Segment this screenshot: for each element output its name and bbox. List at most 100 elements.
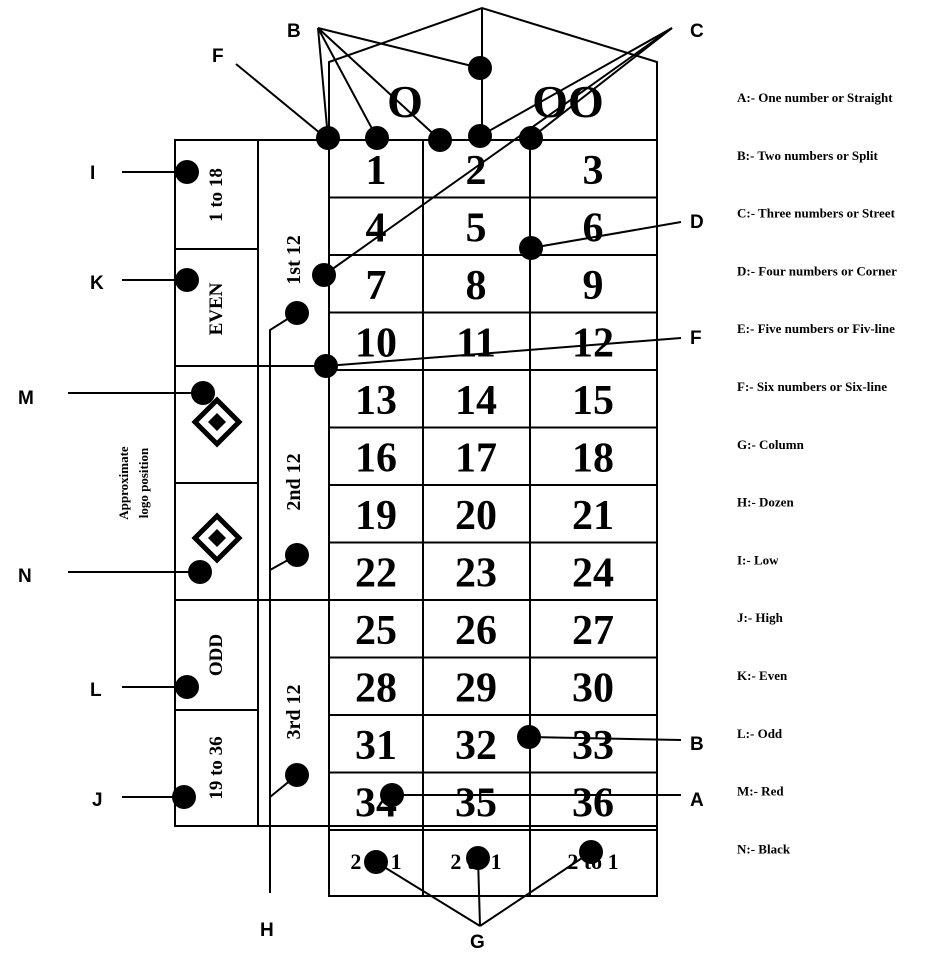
- marker-k: K: [90, 273, 104, 294]
- legend-item: L:- Odd: [737, 726, 783, 741]
- number-cell-label: 4: [366, 206, 387, 252]
- chip-dot: [188, 560, 212, 584]
- number-cell-label: 14: [455, 378, 497, 424]
- number-cell-label: 25: [355, 608, 397, 654]
- legend-item: G:- Column: [737, 437, 805, 452]
- number-cell-label: 9: [583, 263, 604, 309]
- red-diamond-icon: [191, 396, 243, 448]
- chip-dot: [364, 850, 388, 874]
- number-cell-label: 35: [455, 781, 497, 827]
- marker-j: J: [92, 790, 103, 811]
- number-cell-label: 15: [572, 378, 614, 424]
- legend-item: K:- Even: [737, 668, 788, 683]
- marker-b-top: B: [287, 21, 301, 42]
- number-cell-label: 32: [455, 723, 497, 769]
- chip-dot: [468, 124, 492, 148]
- chip-dot: [428, 128, 452, 152]
- chip-dot: [468, 56, 492, 80]
- chip-dot: [172, 785, 196, 809]
- number-cell-label: 16: [355, 436, 397, 482]
- chip-dot: [175, 675, 199, 699]
- marker-c-top: C: [690, 21, 704, 42]
- dozen-1-label: 1st 12: [283, 235, 305, 284]
- marker-a: A: [690, 790, 704, 811]
- even-bet-label: EVEN: [206, 282, 227, 335]
- chip-dot: [285, 301, 309, 325]
- row-lines: [329, 196, 657, 831]
- chip-dot: [579, 840, 603, 864]
- legend-item: C:- Three numbers or Street: [737, 206, 896, 221]
- marker-g: G: [470, 932, 485, 953]
- chip-dot: [175, 268, 199, 292]
- legend-item: E:- Five numbers or Fiv-line: [737, 321, 895, 336]
- number-cell-label: 13: [355, 378, 397, 424]
- chip-dot: [314, 354, 338, 378]
- chip-dot: [316, 126, 340, 150]
- legend-item: D:- Four numbers or Corner: [737, 263, 897, 278]
- number-cell-label: 8: [466, 263, 487, 309]
- legend-item: M:- Red: [737, 784, 784, 799]
- chip-markers: [172, 56, 603, 874]
- number-cell-label: 5: [466, 206, 487, 252]
- number-cell-label: 28: [355, 666, 397, 712]
- number-cell-label: 22: [355, 551, 397, 597]
- legend-item: J:- High: [737, 610, 784, 625]
- number-cell-label: 21: [572, 493, 614, 539]
- number-cell-label: 7: [366, 263, 387, 309]
- legend-item: I:- Low: [737, 552, 779, 567]
- number-cell-label: 2: [466, 148, 487, 194]
- number-cell-label: 11: [456, 321, 496, 367]
- chip-dot: [380, 783, 404, 807]
- logo-position-label-line-1: Approximate: [116, 446, 131, 520]
- number-cell-label: 10: [355, 321, 397, 367]
- number-cell-label: 24: [572, 551, 614, 597]
- chip-dot: [517, 725, 541, 749]
- chip-dot: [365, 126, 389, 150]
- number-cell-label: 36: [572, 781, 614, 827]
- number-cell-label: 29: [455, 666, 497, 712]
- number-cell-label: 23: [455, 551, 497, 597]
- marker-d: D: [690, 212, 704, 233]
- number-cell-label: 3: [583, 148, 604, 194]
- dozen-2-label: 2nd 12: [283, 453, 305, 510]
- legend-item: A:- One number or Straight: [737, 90, 893, 105]
- marker-i: I: [90, 163, 95, 184]
- marker-n: N: [18, 566, 32, 587]
- chip-dot: [191, 381, 215, 405]
- number-cell-label: 1: [366, 148, 387, 194]
- legend-item: F:- Six numbers or Six-line: [737, 379, 887, 394]
- marker-m: M: [18, 388, 34, 409]
- number-cell-label: 17: [455, 436, 497, 482]
- chip-dot: [175, 160, 199, 184]
- number-cell-label: 18: [572, 436, 614, 482]
- number-cell-label: 30: [572, 666, 614, 712]
- number-cell-label: 26: [455, 608, 497, 654]
- marker-b-right: B: [690, 734, 704, 755]
- logo-position-label-line-2: logo position: [136, 447, 151, 518]
- number-cell-label: 31: [355, 723, 397, 769]
- marker-h: H: [260, 920, 274, 941]
- odd-bet-label: ODD: [206, 634, 227, 676]
- number-cell-label: 33: [572, 723, 614, 769]
- number-cell-label: 20: [455, 493, 497, 539]
- number-cell-label: 27: [572, 608, 614, 654]
- number-cell-label: 19: [355, 493, 397, 539]
- chip-dot: [519, 126, 543, 150]
- number-cell-label: 6: [583, 206, 604, 252]
- legend-item: H:- Dozen: [737, 495, 794, 510]
- marker-f-right: F: [690, 328, 702, 349]
- dozen-3-label: 3rd 12: [283, 685, 305, 740]
- legend-item: B:- Two numbers or Split: [737, 148, 879, 163]
- chip-dot: [519, 236, 543, 260]
- low-bet-label: 1 to 18: [206, 168, 227, 222]
- high-bet-label: 19 to 36: [206, 736, 227, 799]
- legend-item: N:- Black: [737, 841, 791, 856]
- marker-f-top: F: [212, 46, 224, 67]
- chip-dot: [466, 846, 490, 870]
- chip-dot: [312, 263, 336, 287]
- chip-dot: [285, 763, 309, 787]
- chip-dot: [285, 543, 309, 567]
